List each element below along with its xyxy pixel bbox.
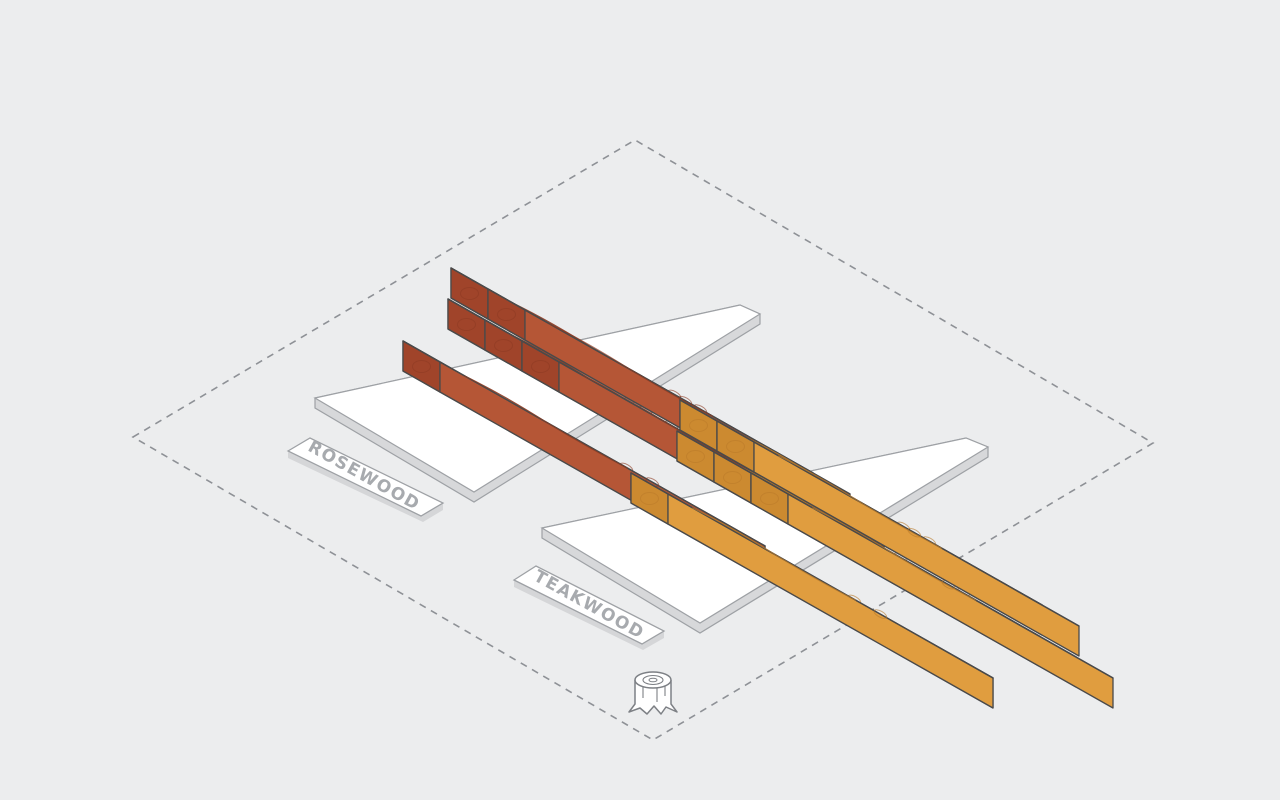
teakwood-pallet: [540, 437, 990, 634]
teakwood-beam: [716, 420, 1080, 657]
teakwood-stack: [630, 399, 1114, 709]
wood-grain: [760, 492, 976, 601]
wood-grain: [726, 440, 942, 549]
teakwood-beam: [750, 472, 1114, 709]
wood-grain: [640, 492, 888, 619]
yard-boundary: [131, 139, 1155, 741]
tree-stump-icon: [628, 671, 678, 715]
teakwood-beam: [630, 472, 994, 709]
rosewood-pallet: [313, 304, 762, 503]
